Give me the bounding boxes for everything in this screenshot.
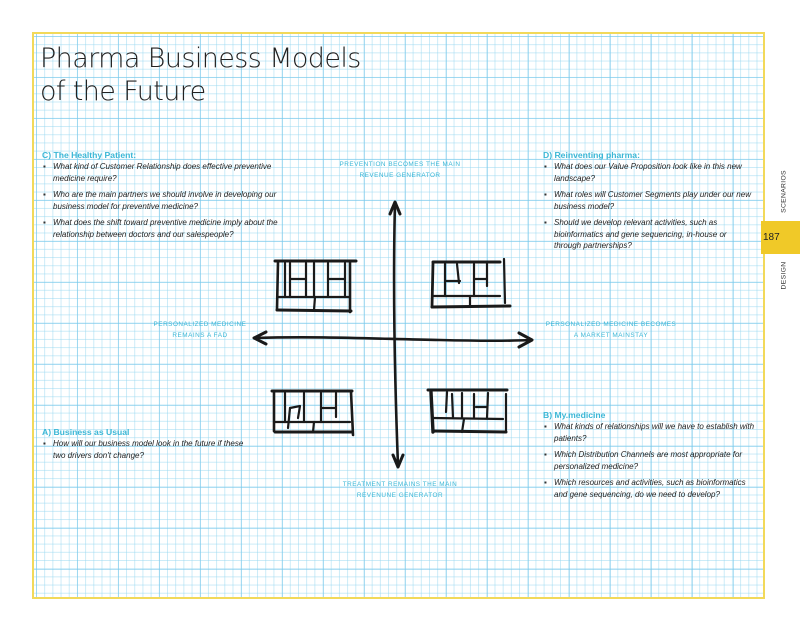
question-text: What kinds of relationships will we have… [554, 422, 755, 443]
side-navigation-tab: SCENARIOS DESIGN [767, 0, 800, 631]
title-line-2: of the Future [40, 76, 206, 107]
axis-label-top-line-1: PREVENTION BECOMES THE MAIN [339, 161, 461, 168]
bullet-icon: ▪ [544, 218, 547, 227]
scenario-c: C) The Healthy Patient: ▪ What kind of Cu… [42, 150, 282, 245]
axis-label-bottom: TREATMENT REMAINS THE MAIN REVENUNE GENE… [320, 479, 480, 501]
scenario-a-heading: A) Business as Usual [42, 427, 130, 437]
canvas-sketch-top-left-icon [273, 259, 358, 314]
axis-label-right-line-1: PERSONALIZED MEDICINE BECOMES [545, 321, 677, 328]
canvas-sketch-bottom-left-icon [270, 389, 355, 437]
canvas-sketch-top-right-icon [430, 257, 512, 309]
bullet-icon: ▪ [43, 162, 46, 171]
scenario-d-questions: ▪ What does our Value Proposition look li… [543, 161, 753, 252]
question-text: What does the shift toward preventive me… [53, 218, 278, 239]
bullet-icon: ▪ [43, 218, 46, 227]
question-text: What does our Value Proposition look lik… [554, 162, 742, 183]
question-text: Which Distribution Channels are most app… [554, 450, 743, 471]
bullet-icon: ▪ [544, 478, 547, 487]
question-item: ▪ What roles will Customer Segments play … [543, 189, 753, 212]
axis-label-top-line-2: REVENUE GENERATOR [359, 172, 441, 179]
question-item: ▪ What does our Value Proposition look li… [543, 161, 753, 184]
question-item: ▪ What kind of Customer Relationship does… [42, 161, 282, 184]
axis-label-bottom-line-1: TREATMENT REMAINS THE MAIN [342, 481, 458, 488]
bullet-icon: ▪ [544, 190, 547, 199]
scenario-a-questions: ▪ How will our business model look in the… [42, 438, 257, 461]
scenario-d: D) Reinventing pharma: ▪ What does our Va… [543, 150, 753, 257]
axis-label-right-line-2: A MARKET MAINSTAY [573, 332, 649, 339]
scenario-d-heading: D) Reinventing pharma: [543, 150, 640, 160]
question-text: What roles will Customer Segments play u… [554, 190, 751, 211]
scenario-c-questions: ▪ What kind of Customer Relationship does… [42, 161, 282, 240]
bullet-icon: ▪ [544, 422, 547, 431]
page-number-badge: 187 [761, 221, 800, 254]
section-label-scenarios[interactable]: SCENARIOS [780, 170, 788, 213]
axis-label-top: PREVENTION BECOMES THE MAIN REVENUE GENE… [320, 159, 480, 181]
axis-label-left-line-1: PERSONALIZED MEDICINE [153, 321, 247, 328]
axis-label-bottom-line-2: REVENUNE GENERATOR [356, 492, 444, 499]
question-text: Who are the main partners we should invo… [53, 190, 277, 211]
canvas-sketch-bottom-right-icon [426, 388, 509, 434]
scenario-b-questions: ▪ What kinds of relationships will we hav… [543, 421, 758, 500]
question-item: ▪ How will our business model look in the… [42, 438, 257, 461]
bullet-icon: ▪ [544, 162, 547, 171]
question-item: ▪ Which resources and activities, such as… [543, 477, 758, 500]
scenario-b-heading: B) My.medicine [543, 410, 606, 420]
question-item: ▪ Which Distribution Channels are most ap… [543, 449, 758, 472]
question-item: ▪ What does the shift toward preventive m… [42, 217, 282, 240]
question-item: ▪ What kinds of relationships will we hav… [543, 421, 758, 444]
question-text: How will our business model look in the … [53, 439, 244, 460]
section-label-design[interactable]: DESIGN [780, 261, 788, 290]
question-text: What kind of Customer Relationship does … [53, 162, 272, 183]
graph-paper-frame [32, 32, 765, 599]
page-title: Pharma Business Models of the Future [40, 42, 361, 108]
horizontal-axis-arrow-icon [252, 330, 534, 349]
axis-label-left-line-2: REMAINS A FAD [172, 332, 228, 339]
scenario-a: A) Business as Usual ▪ How will our busin… [42, 427, 257, 466]
title-line-1: Pharma Business Models [40, 43, 361, 74]
bullet-icon: ▪ [43, 190, 46, 199]
question-item: ▪ Who are the main partners we should inv… [42, 189, 282, 212]
bullet-icon: ▪ [43, 439, 46, 448]
question-text: Should we develop relevant activities, s… [554, 218, 727, 250]
axis-label-right: PERSONALIZED MEDICINE BECOMES A MARKET M… [526, 319, 696, 341]
axis-label-left: PERSONALIZED MEDICINE REMAINS A FAD [130, 319, 270, 341]
bullet-icon: ▪ [544, 450, 547, 459]
vertical-axis-arrow-icon [388, 200, 405, 469]
question-text: Which resources and activities, such as … [554, 478, 746, 499]
question-item: ▪ Should we develop relevant activities, … [543, 217, 753, 252]
scenario-b: B) My.medicine ▪ What kinds of relationsh… [543, 410, 758, 505]
scenario-c-heading: C) The Healthy Patient: [42, 150, 137, 160]
